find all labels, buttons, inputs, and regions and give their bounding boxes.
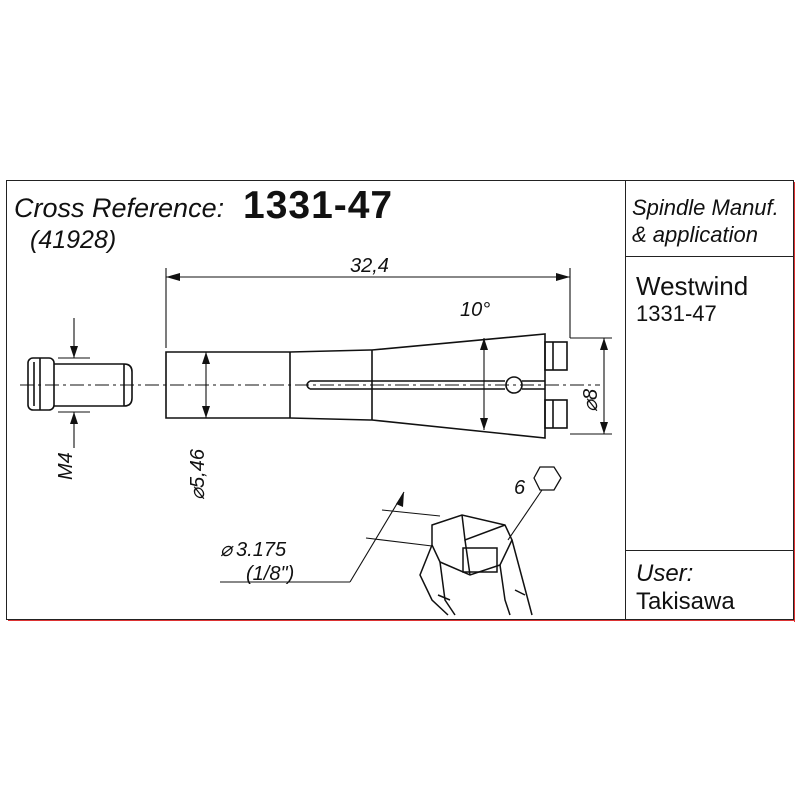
threaded-stud: [27, 357, 133, 411]
spindle-label-line2: & application: [632, 222, 758, 247]
user-label: User:: [636, 560, 694, 587]
thread-dimension: [58, 318, 90, 448]
frame-edge-right: [794, 182, 795, 622]
bore-diameter-inch-label: (1/8"): [246, 563, 294, 585]
front-diameter-label: ⌀8: [580, 389, 602, 412]
body-diameter-label: ⌀5,46: [187, 448, 209, 500]
hex-size-label: 6: [514, 477, 526, 499]
sidebar-separator-bottom: [625, 550, 794, 551]
overall-length-label: 32,4: [350, 255, 389, 277]
cross-reference-code: 1331-47: [243, 184, 394, 227]
thread-label: M4: [55, 452, 77, 480]
hex-leader: [507, 489, 543, 541]
sidebar-separator-top: [625, 256, 794, 257]
alternate-code: (41928): [30, 226, 117, 254]
drawing-frame: [6, 180, 794, 620]
manufacturer-code: 1331-47: [636, 301, 717, 326]
hex-icon: [533, 466, 562, 491]
taper-angle-arrow: [480, 338, 488, 430]
collet-tip-detail: [419, 514, 533, 616]
frame-edge-bottom: [8, 620, 795, 621]
overall-length-dimension: [165, 268, 571, 348]
spindle-label-line1: Spindle Manuf.: [632, 195, 779, 220]
bore-diameter-label: ⌀3.175: [220, 539, 287, 561]
front-diameter-dimension: [570, 337, 612, 435]
body-diameter-dimension: [202, 352, 210, 418]
manufacturer-name: Westwind: [636, 271, 749, 301]
collet-body: [165, 333, 568, 439]
sidebar-divider: [625, 180, 626, 620]
bore-diameter-dimension: [220, 491, 441, 583]
user-name: Takisawa: [636, 588, 735, 615]
cross-reference-label: Cross Reference:: [14, 193, 225, 223]
taper-angle-label: 10°: [460, 299, 490, 321]
